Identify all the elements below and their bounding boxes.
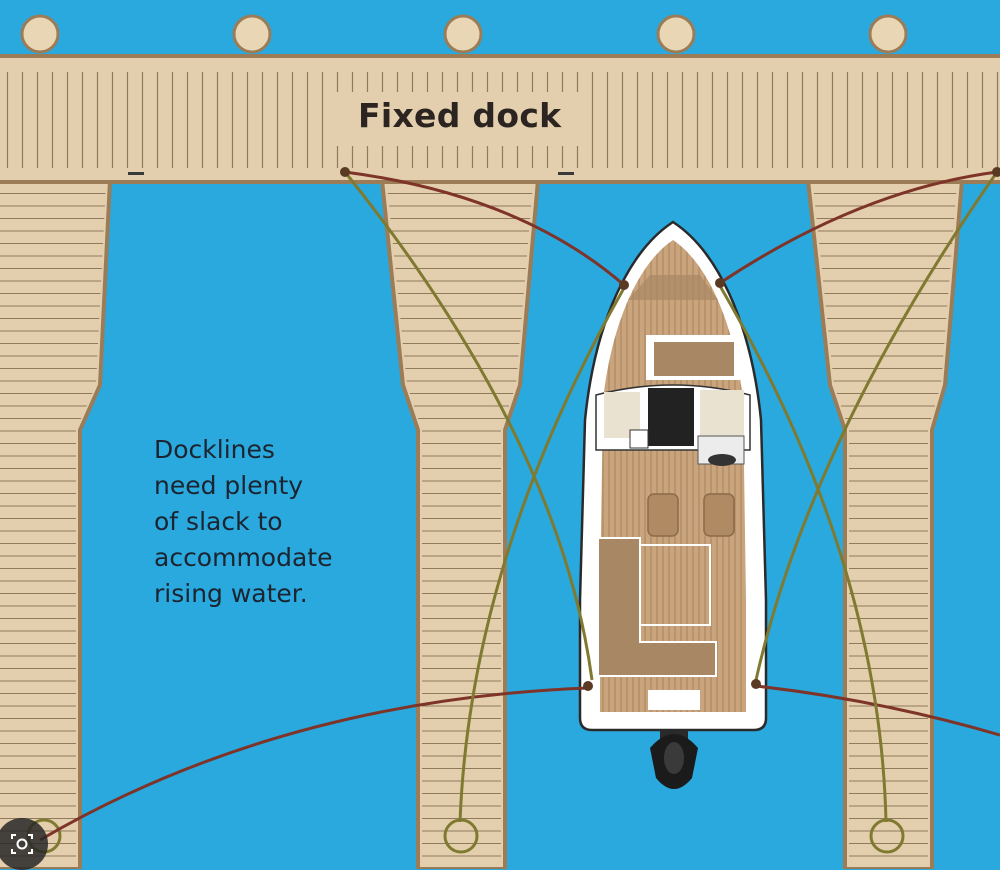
- cleat: [992, 167, 1000, 177]
- boat: [578, 220, 768, 789]
- caption-line: rising water.: [154, 579, 308, 608]
- caption-line: accommodate: [154, 543, 333, 572]
- spring-line-right-2: [718, 285, 888, 823]
- caption-line: need plenty: [154, 471, 304, 500]
- piling: [20, 14, 60, 54]
- piling: [232, 14, 272, 54]
- dockline-bow-port: [344, 170, 625, 287]
- docklines: [39, 170, 1000, 842]
- spring-line-right-1: [754, 171, 999, 681]
- piling: [868, 14, 908, 54]
- dockline-stern-starboard: [755, 684, 1000, 737]
- caption: Docklines need plenty of slack to accomm…: [154, 432, 394, 612]
- cleat: [340, 167, 350, 177]
- dockline-stern-port: [39, 686, 589, 842]
- cleat: [751, 679, 761, 689]
- piling: [656, 14, 696, 54]
- cleat: [715, 278, 725, 288]
- cleat: [583, 681, 593, 691]
- fixed-dock: [0, 54, 1000, 184]
- lens-button[interactable]: [0, 818, 48, 870]
- finger-pier-middle: [379, 178, 541, 869]
- dockline-bow-starboard: [719, 170, 998, 285]
- caption-line: Docklines: [154, 435, 275, 464]
- pilings: [20, 14, 908, 54]
- finger-pier-right: [805, 178, 965, 869]
- dock-title: Fixed dock: [358, 96, 562, 135]
- caption-line: of slack to: [154, 507, 283, 536]
- camera-search-icon: [11, 834, 33, 854]
- cleats: [340, 167, 1000, 691]
- cleat: [619, 280, 629, 290]
- piling: [443, 14, 483, 54]
- spring-line-left-2: [458, 287, 626, 823]
- spring-line-left-1: [343, 171, 594, 681]
